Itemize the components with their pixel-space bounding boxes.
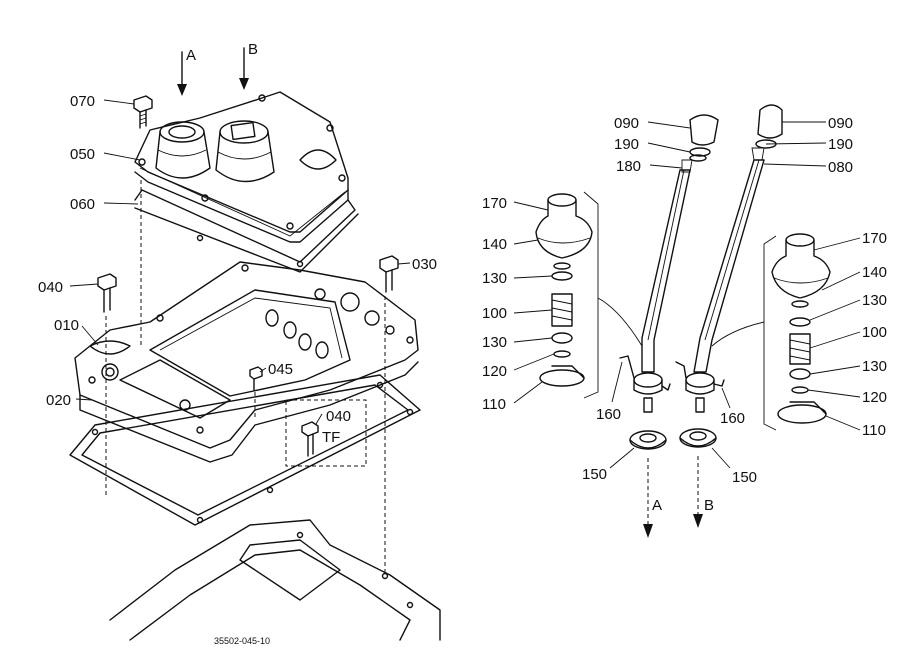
- cover-boot-b: [215, 120, 275, 183]
- label-100-a: 100: [482, 305, 507, 322]
- bolt-045: [249, 366, 263, 391]
- transmission-case-010: [74, 261, 419, 463]
- shift-lever-a: [619, 159, 693, 413]
- arrow-b-top: [239, 47, 249, 90]
- label-120-a: 120: [482, 363, 507, 380]
- arrow-b-bottom: [693, 456, 703, 528]
- cover-boot-a: [155, 121, 211, 179]
- label-090-a: 090: [614, 115, 639, 132]
- label-040: 040: [38, 279, 63, 296]
- label-120-b: 120: [862, 389, 887, 406]
- label-arrow-a-bottom: A: [652, 497, 662, 514]
- group-brackets: [583, 191, 777, 431]
- label-110-b: 110: [862, 422, 886, 439]
- bolt-040: [97, 273, 117, 313]
- boot-stack-b: [771, 233, 831, 424]
- label-190-a: 190: [614, 136, 639, 153]
- label-020: 020: [46, 392, 71, 409]
- label-180: 180: [616, 158, 641, 175]
- lower-housing: [109, 519, 441, 641]
- label-060: 060: [70, 196, 95, 213]
- label-tf: TF: [322, 429, 340, 446]
- shift-lever-b: [675, 147, 765, 413]
- label-130-d: 130: [862, 358, 887, 375]
- label-190-b: 190: [828, 136, 853, 153]
- top-cover-050: [134, 91, 349, 243]
- label-080: 080: [828, 159, 853, 176]
- label-130-c: 130: [862, 292, 887, 309]
- label-160-b: 160: [720, 410, 745, 427]
- label-arrow-b-top: B: [248, 41, 258, 58]
- label-130-a: 130: [482, 270, 507, 287]
- label-130-b: 130: [482, 334, 507, 351]
- boot-stack-a: [535, 193, 593, 387]
- label-100-b: 100: [862, 324, 887, 341]
- leader-lines-right: [513, 121, 861, 469]
- arrow-a-top: [177, 51, 187, 96]
- label-150-a: 150: [582, 466, 607, 483]
- label-110-a: 110: [482, 396, 506, 413]
- label-050: 050: [70, 146, 95, 163]
- label-170-a: 170: [482, 195, 507, 212]
- label-040-tf: 040: [326, 408, 351, 425]
- bolt-070: [133, 95, 153, 129]
- gasket-060: [134, 189, 359, 273]
- label-140-b: 140: [862, 264, 887, 281]
- label-045: 045: [268, 361, 293, 378]
- label-150-b: 150: [732, 469, 757, 486]
- label-030: 030: [412, 256, 437, 273]
- bolt-040-tf: [285, 399, 367, 467]
- leader-lines-left: [69, 99, 411, 425]
- knob-090-b: [755, 104, 783, 149]
- gasket-020: [69, 374, 421, 526]
- label-arrow-b-bottom: B: [704, 497, 714, 514]
- alignment-lines: [105, 180, 386, 572]
- bolt-030: [379, 255, 399, 293]
- seal-cup-150-a: [629, 430, 667, 450]
- knob-090-a: [689, 114, 719, 162]
- label-090-b: 090: [828, 115, 853, 132]
- label-010: 010: [54, 317, 79, 334]
- label-140-a: 140: [482, 236, 507, 253]
- label-070: 070: [70, 93, 95, 110]
- callout-labels: 070 050 060 040 030 010 020 045 040 TF A…: [38, 41, 887, 646]
- arrow-a-bottom: [643, 458, 653, 538]
- drawing-code: 35502-045-10: [214, 636, 270, 646]
- label-170-b: 170: [862, 230, 887, 247]
- label-arrow-a-top: A: [186, 47, 196, 64]
- label-160-a: 160: [596, 406, 621, 423]
- seal-cup-150-b: [679, 428, 717, 448]
